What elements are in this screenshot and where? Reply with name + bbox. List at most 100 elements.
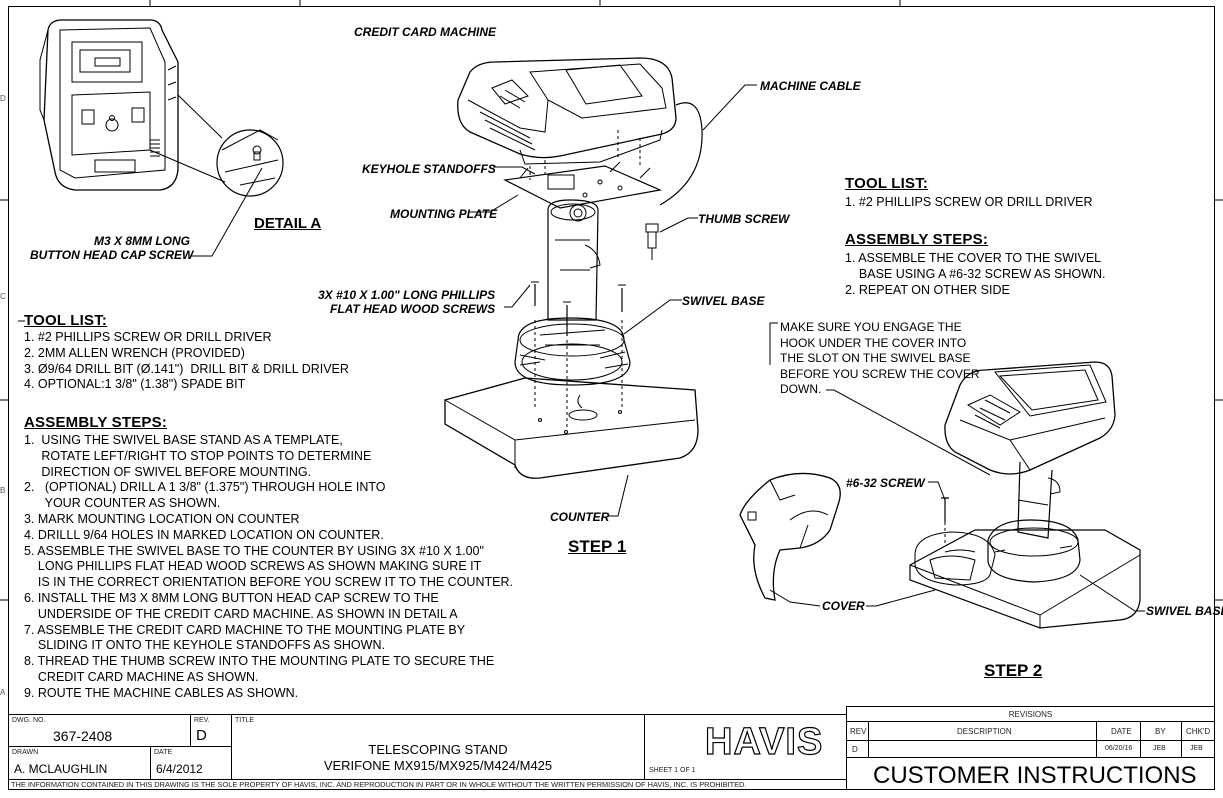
rev-row-chkd-text: JEB	[1190, 745, 1203, 752]
sheet-number: SHEET 1 OF 1	[649, 767, 696, 774]
step-line: SLIDING IT ONTO THE KEYHOLE STANDOFFS AS…	[24, 638, 385, 653]
desc-col-header: DESCRIPTION	[868, 721, 1097, 741]
date-value: 6/4/2012	[156, 762, 203, 776]
logo-cell: HAVIS SHEET 1 OF 1	[644, 714, 847, 780]
tool-item: 2. 2MM ALLEN WRENCH (PROVIDED)	[24, 345, 245, 360]
revisions-header: REVISIONS	[846, 706, 1215, 722]
rev-row-rev-text: D	[852, 745, 858, 754]
tool-item: 3. Ø9/64 DRILL BIT (Ø.141") DRILL BIT & …	[24, 361, 349, 376]
engage-note: MAKE SURE YOU ENGAGE THE HOOK UNDER THE …	[780, 320, 980, 396]
zone-row-c: C	[0, 292, 6, 301]
tool-item: 1. #2 PHILLIPS SCREW OR DRILL DRIVER	[24, 330, 272, 344]
callout-credit-card-machine: CREDIT CARD MACHINE	[354, 25, 496, 39]
date-label: DATE	[154, 749, 173, 756]
step2-label: STEP 2	[984, 661, 1043, 680]
step-line: 1. USING THE SWIVEL BASE STAND AS A TEMP…	[24, 433, 343, 447]
proprietary-notice: THE INFORMATION CONTAINED IN THIS DRAWIN…	[11, 780, 747, 789]
date-cell: DATE 6/4/2012	[150, 746, 232, 780]
step1-swivel-base	[514, 317, 631, 386]
step-line: DIRECTION OF SWIVEL BEFORE MOUNTING.	[24, 464, 312, 479]
step-line: 2. REPEAT ON OTHER SIDE	[845, 282, 1010, 297]
step-line: 7. ASSEMBLE THE CREDIT CARD MACHINE TO T…	[24, 622, 466, 637]
step-line: 2. (OPTIONAL) DRILL A 1 3/8" (1.375") TH…	[24, 480, 386, 495]
step-line: IS IN THE CORRECT ORIENTATION BEFORE YOU…	[24, 575, 513, 590]
callout-machine-cable: MACHINE CABLE	[760, 79, 861, 93]
callout-cover: COVER	[822, 599, 865, 613]
by-col-header: BY	[1140, 721, 1182, 741]
rev-row-rev: D	[846, 740, 869, 758]
title-line-1: TELESCOPING STAND	[368, 742, 508, 757]
rev-cell: REV. D	[190, 714, 232, 747]
drawn-cell: DRAWN A. MCLAUGHLIN	[8, 746, 151, 780]
rev-row-chkd: JEB	[1181, 740, 1215, 758]
step2-swivel-base	[987, 519, 1081, 583]
step-line: 3. MARK MOUNTING LOCATION ON COUNTER	[24, 511, 300, 526]
doc-type-cell: CUSTOMER INSTRUCTIONS	[846, 757, 1215, 790]
step-line: BASE USING A #6-32 SCREW AS SHOWN.	[845, 266, 1106, 281]
left-assembly-steps: 1. USING THE SWIVEL BASE STAND AS A TEMP…	[24, 433, 513, 702]
callout-wood-screws: 3X #10 X 1.00" LONG PHILLIPS FLAT HEAD W…	[318, 288, 496, 316]
rev-value: D	[196, 727, 207, 744]
step1-label: STEP 1	[568, 537, 627, 556]
doc-type: CUSTOMER INSTRUCTIONS	[873, 762, 1197, 789]
left-tool-list-title: TOOL LIST:	[24, 312, 108, 329]
step-line: ROTATE LEFT/RIGHT TO STOP POINTS TO DETE…	[24, 448, 372, 463]
right-tool-item: 1. #2 PHILLIPS SCREW OR DRILL DRIVER	[845, 195, 1093, 209]
desc-col-header-text: DESCRIPTION	[957, 727, 1012, 736]
step-line: LONG PHILLIPS FLAT HEAD WOOD SCREWS AS S…	[24, 559, 482, 574]
thumb-screw	[645, 223, 659, 260]
callout-swivel-base-step1: SWIVEL BASE	[682, 294, 765, 308]
rev-col-header-text: REV	[850, 727, 867, 736]
step1-stand-column	[547, 199, 601, 321]
havis-logo: HAVIS	[704, 720, 824, 763]
step-line: UNDERSIDE OF THE CREDIT CARD MACHINE. AS…	[24, 606, 458, 621]
callout-counter: COUNTER	[550, 510, 610, 524]
detail-a-machine-back	[39, 19, 179, 191]
drawn-label: DRAWN	[12, 749, 39, 756]
callout-632-screw: #6-32 SCREW	[846, 476, 925, 490]
zone-row-b: B	[0, 486, 6, 495]
step2-card-machine	[944, 361, 1116, 475]
by-col-header-text: BY	[1155, 727, 1166, 736]
rev-row-by-text: JEB	[1153, 745, 1166, 752]
callout-thumb-screw: THUMB SCREW	[698, 212, 790, 226]
title-line-2: VERIFONE MX915/MX925/M424/M425	[323, 758, 553, 773]
chkd-col-header-text: CHK'D	[1186, 727, 1211, 736]
dwg-no-cell: DWG. NO. 367-2408	[8, 714, 191, 747]
callout-m3-screw: M3 X 8MM LONG BUTTON HEAD CAP SCREW	[30, 234, 194, 262]
step-line: 1. ASSEMBLE THE COVER TO THE SWIVEL	[845, 251, 1102, 265]
step-line: 5. ASSEMBLE THE SWIVEL BASE TO THE COUNT…	[24, 543, 484, 558]
callout-mounting-plate: MOUNTING PLATE	[390, 207, 498, 221]
rev-col-header: REV	[846, 721, 869, 741]
tool-item: 4. OPTIONAL:1 3/8" (1.38") SPADE BIT	[24, 377, 246, 392]
drawn-by: A. MCLAUGHLIN	[14, 762, 108, 776]
step-line: 9. ROUTE THE MACHINE CABLES AS SHOWN.	[24, 685, 299, 700]
step-line: 8. THREAD THE THUMB SCREW INTO THE MOUNT…	[24, 654, 495, 669]
left-tool-list: 1. #2 PHILLIPS SCREW OR DRILL DRIVER 2. …	[24, 330, 349, 393]
step2-stand	[1017, 461, 1061, 539]
step2-cover	[739, 472, 841, 601]
detail-a-label: DETAIL A	[254, 215, 322, 232]
step-line: 4. DRILLL 9/64 HOLES IN MARKED LOCATION …	[24, 527, 384, 542]
step1-card-machine	[457, 57, 677, 165]
date-col-header: DATE	[1096, 721, 1141, 741]
rev-label: REV.	[194, 717, 210, 724]
step1-counter	[444, 377, 699, 479]
step-line: 6. INSTALL THE M3 X 8MM LONG BUTTON HEAD…	[24, 590, 439, 605]
right-assembly-steps: 1. ASSEMBLE THE COVER TO THE SWIVEL BASE…	[845, 251, 1106, 298]
dwg-no-label: DWG. NO.	[12, 717, 46, 724]
title-cell: TITLE TELESCOPING STAND VERIFONE MX915/M…	[231, 714, 645, 780]
rev-row-by: JEB	[1140, 740, 1182, 758]
rev-row-date-text: 06/20/16	[1105, 745, 1133, 752]
step-line: YOUR COUNTER AS SHOWN.	[24, 496, 221, 511]
rev-row-date: 06/20/16	[1096, 740, 1141, 758]
dwg-no-value: 367-2408	[53, 728, 113, 744]
right-tool-list-title: TOOL LIST:	[845, 175, 929, 192]
zone-row-a: A	[0, 688, 6, 697]
right-assembly-title: ASSEMBLY STEPS:	[845, 231, 989, 248]
detail-a-circle	[216, 129, 284, 197]
date-col-header-text: DATE	[1111, 727, 1132, 736]
revisions-label: REVISIONS	[1008, 710, 1053, 719]
left-assembly-title: ASSEMBLY STEPS:	[24, 414, 168, 431]
